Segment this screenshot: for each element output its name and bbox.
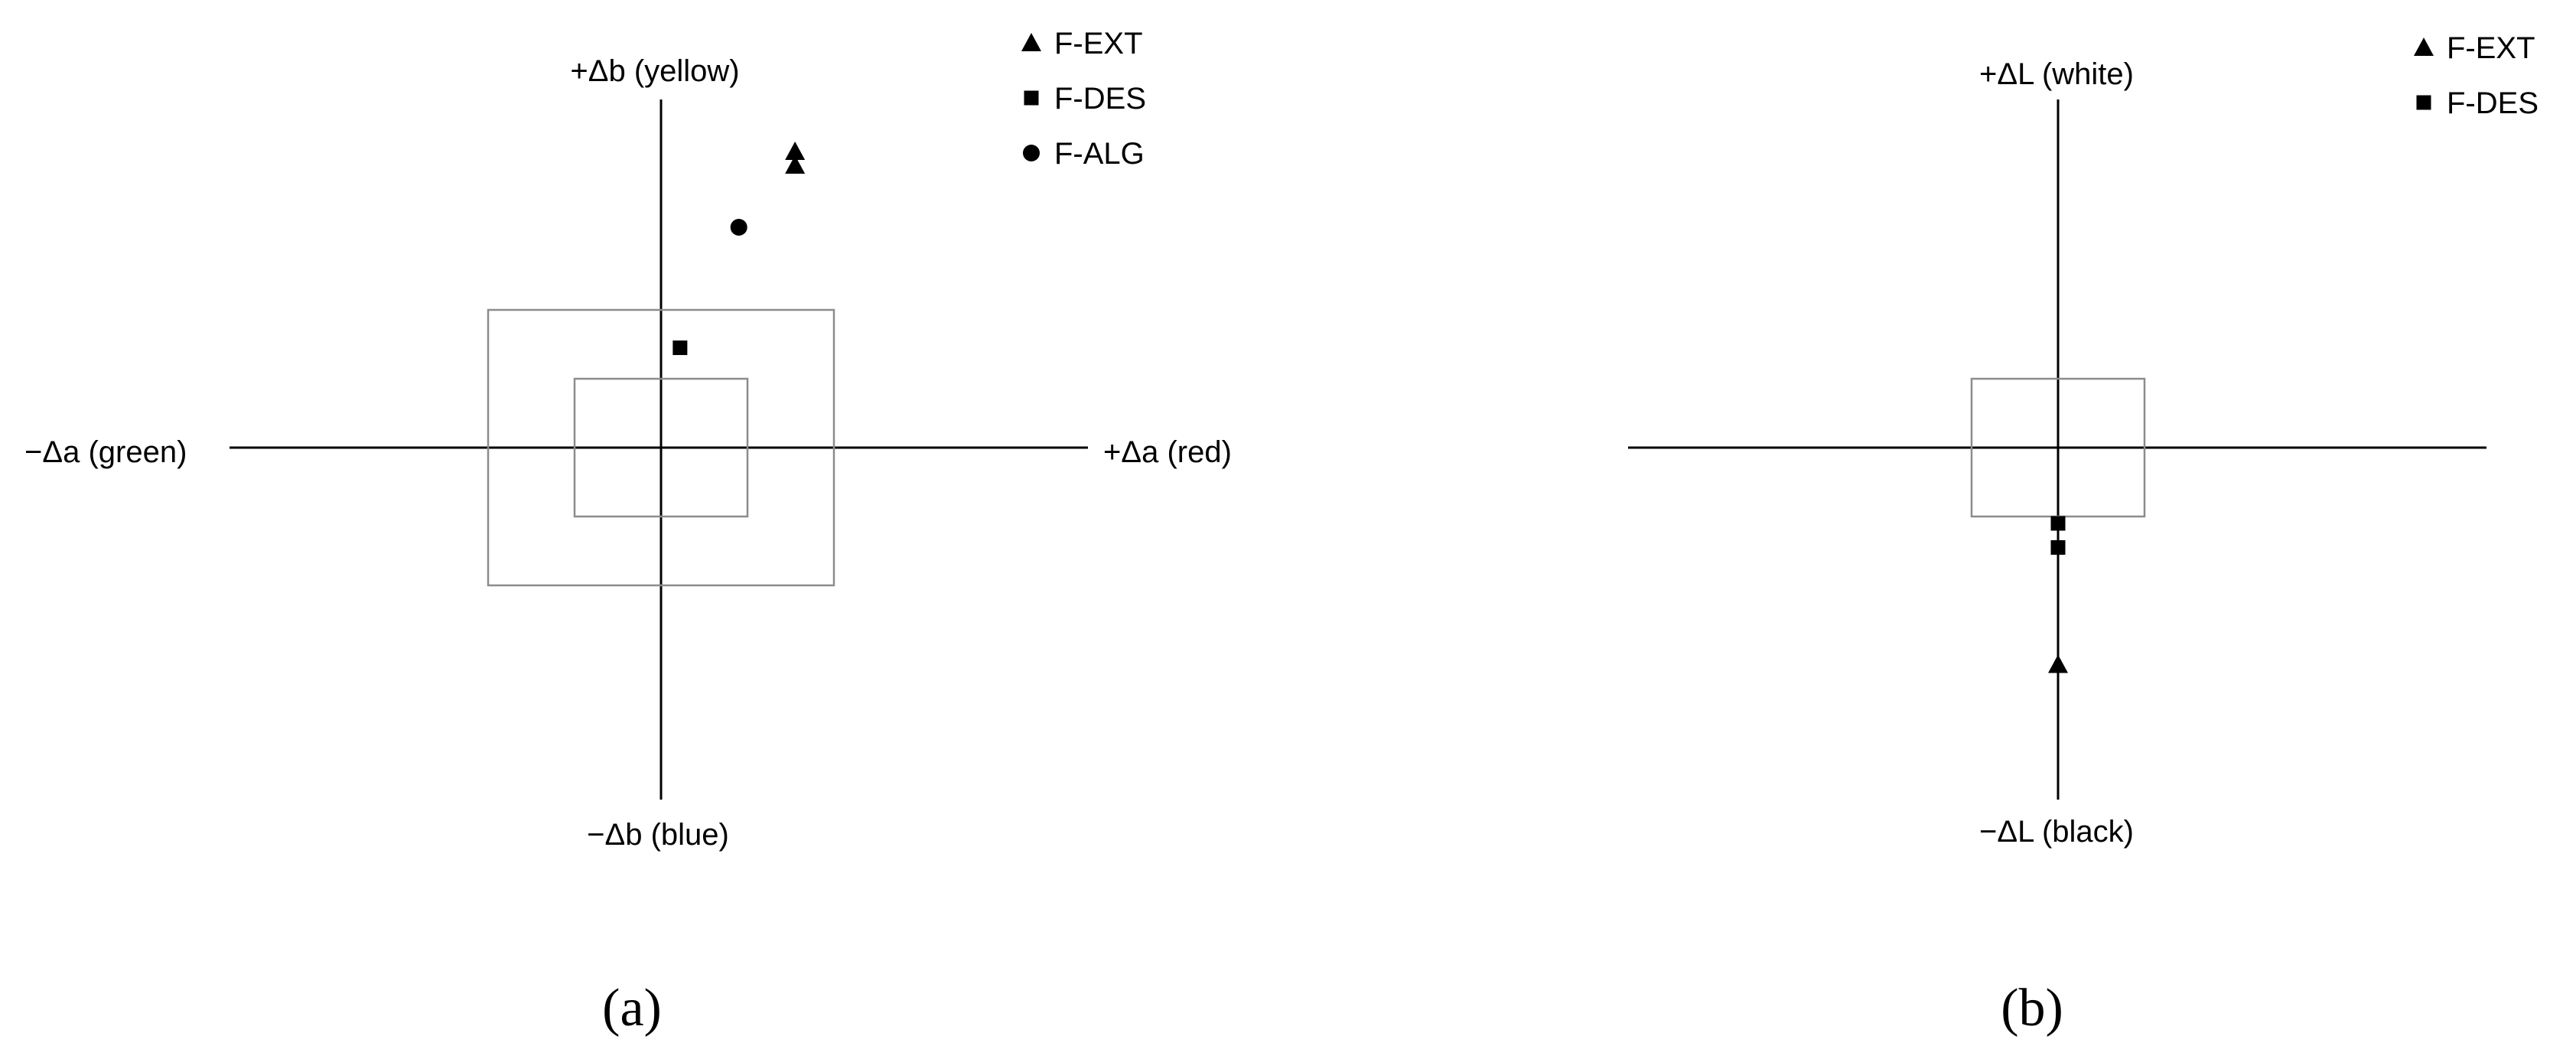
panel-a-legend-marker-f-ext (1021, 33, 1041, 52)
panel-b-legend-label-f-ext: F-EXT (2447, 31, 2535, 65)
panel-a-y-negative-label: −Δb (blue) (587, 818, 729, 852)
panel-a-x-negative-label: −Δa (green) (24, 435, 187, 469)
panel-b-y-positive-label: +ΔL (white) (1979, 57, 2134, 91)
panel-a-legend-label-f-alg: F-ALG (1054, 137, 1145, 171)
panel-a-y-positive-label: +Δb (yellow) (570, 54, 739, 88)
panel-a: +Δb (yellow) −Δb (blue) −Δa (green) +Δa … (24, 27, 1232, 1038)
panel-b-legend-marker-f-des (2416, 95, 2431, 110)
panel-a-legend-label-f-ext: F-EXT (1054, 27, 1143, 60)
panel-b-point-f-des-2 (2050, 540, 2066, 555)
panel-b-label: (b) (2001, 979, 2063, 1038)
panel-a-x-positive-label: +Δa (red) (1103, 435, 1232, 469)
panel-a-point-f-alg-1 (730, 219, 747, 236)
panel-a-legend-marker-f-des (1024, 90, 1039, 106)
panel-b: +ΔL (white) −ΔL (black) F-EXT F-DES (b) (1628, 31, 2539, 1038)
panel-a-tolerance-box-1 (573, 377, 749, 518)
panel-a-tolerance-box-2 (487, 308, 835, 587)
panel-a-point-f-ext-1 (785, 142, 806, 161)
panel-a-label: (a) (602, 979, 662, 1038)
panel-b-point-f-ext-1 (2048, 654, 2068, 673)
panel-b-legend-label-f-des: F-DES (2447, 86, 2539, 120)
panel-a-point-f-ext-2 (785, 155, 806, 174)
panel-b-point-f-des-1 (2050, 516, 2066, 531)
panel-a-legend-marker-f-alg (1023, 145, 1040, 161)
panel-b-y-negative-label: −ΔL (black) (1979, 815, 2134, 849)
panel-a-point-f-des-1 (672, 341, 688, 355)
panel-b-legend-marker-f-ext (2414, 37, 2434, 57)
panel-a-legend-label-f-des: F-DES (1054, 82, 1146, 116)
